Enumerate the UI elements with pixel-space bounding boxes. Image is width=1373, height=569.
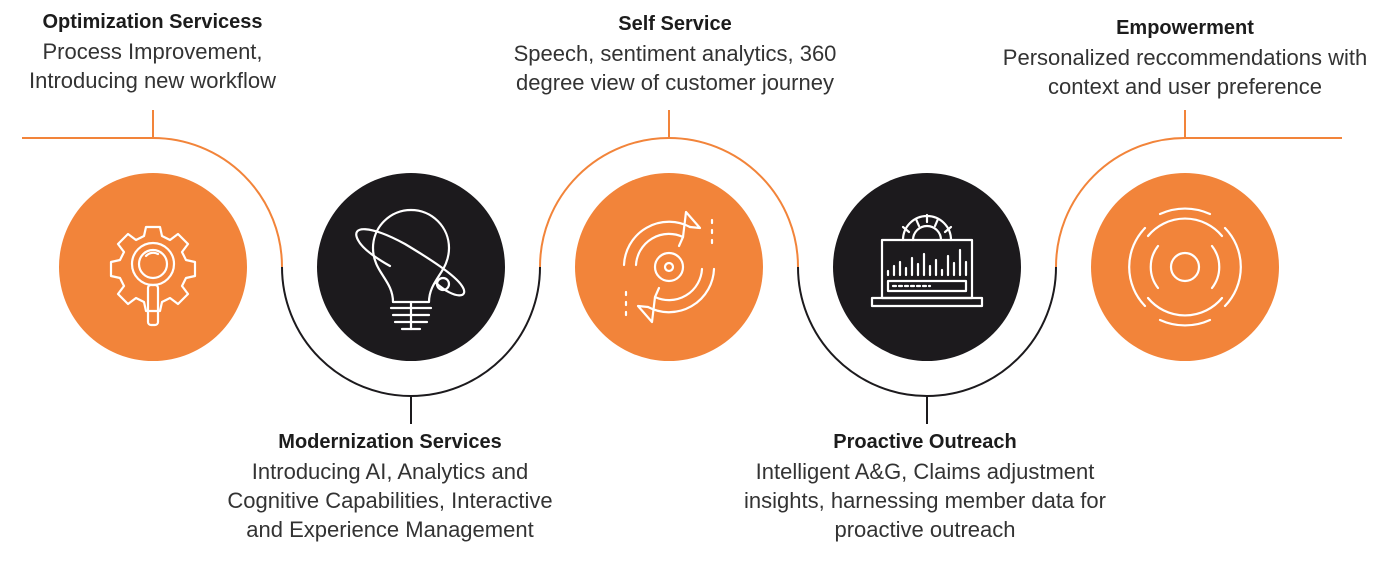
- connector-top-left: [22, 137, 283, 268]
- stage-description: Process Improvement, Introducing new wor…: [28, 39, 276, 93]
- circle-proactive: [833, 173, 1021, 361]
- stage-modernization-services: Modernization Services Introducing AI, A…: [225, 428, 555, 544]
- gear-magnifier-icon: [109, 225, 197, 327]
- stage-self-service: Self Service Speech, sentiment analytics…: [480, 10, 870, 97]
- stage-description: Introducing AI, Analytics and Cognitive …: [227, 459, 553, 542]
- signal-waves-icon: [1128, 207, 1242, 327]
- stage-title: Empowerment: [1116, 17, 1254, 39]
- stage-description: Intelligent A&G, Claims adjustment insig…: [744, 459, 1106, 542]
- stage-title: Modernization Services: [278, 431, 502, 453]
- lightbulb-orbit-icon: [355, 208, 466, 331]
- stage-description: Personalized reccommendations with conte…: [1002, 45, 1368, 99]
- connector-top-2: [539, 137, 799, 268]
- circle-empowerment: [1091, 173, 1279, 361]
- circle-self-service: [575, 173, 763, 361]
- connector-top-right: [1055, 137, 1342, 268]
- stage-optimization-services: Optimization Servicess Process Improveme…: [0, 8, 305, 95]
- stage-empowerment: Empowerment Personalized reccommendation…: [1000, 14, 1370, 101]
- laptop-analytics-icon: [870, 213, 984, 308]
- cycle-arrows-icon: [622, 210, 716, 324]
- stage-proactive-outreach: Proactive Outreach Intelligent A&G, Clai…: [715, 428, 1135, 544]
- stage-description: Speech, sentiment analytics, 360 degree …: [513, 41, 837, 95]
- stage-title: Proactive Outreach: [833, 431, 1017, 453]
- connector-bottom-2: [797, 266, 1057, 397]
- connector-bottom-1: [281, 266, 541, 397]
- circle-modernization: [317, 173, 505, 361]
- circle-optimization: [59, 173, 247, 361]
- stage-title: Optimization Servicess: [42, 11, 263, 33]
- stage-title: Self Service: [618, 13, 732, 35]
